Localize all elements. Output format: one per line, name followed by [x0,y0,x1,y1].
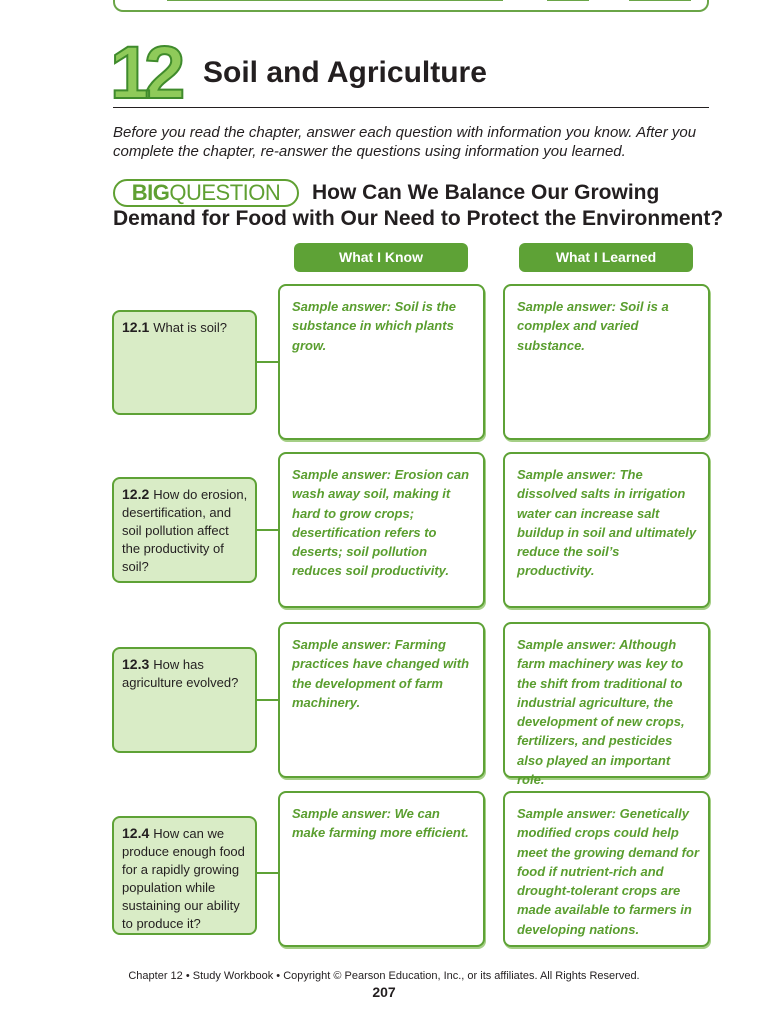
big-question-line-1: How Can We Balance Our Growing [312,181,660,204]
question-number: 12.4 [122,825,150,841]
question-text: How can we produce enough food for a rap… [122,826,245,931]
question-text: How has agriculture evolved? [122,657,239,690]
previous-section-box-fragment [113,0,709,12]
question-text: What is soil? [153,320,227,335]
column-header-what-i-know: What I Know [294,243,468,272]
connector-line [257,872,279,874]
question-number: 12.1 [122,319,150,335]
question-number: 12.3 [122,656,150,672]
what-i-know-answer-12-4: Sample answer: We can make farming more … [278,791,485,947]
big-question-logo-light: QUESTION [169,180,281,205]
what-i-know-answer-12-1: Sample answer: Soil is the substance in … [278,284,485,440]
connector-line [257,529,279,531]
chapter-title: Soil and Agriculture [203,56,487,89]
chapter-number: 12 [109,31,186,114]
big-question-logo-bold: BIG [131,180,170,205]
answer-line [547,0,589,1]
question-text: How do erosion, desertification, and soi… [122,487,248,574]
question-number: 12.2 [122,486,150,502]
what-i-learned-answer-12-4: Sample answer: Genetically modified crop… [503,791,710,947]
what-i-know-answer-12-3: Sample answer: Farming practices have ch… [278,622,485,778]
what-i-learned-answer-12-1: Sample answer: Soil is a complex and var… [503,284,710,440]
answer-line [629,0,691,1]
connector-line [257,361,279,363]
page-number: 207 [372,984,396,1000]
copyright-footer: Chapter 12 • Study Workbook • Copyright … [128,970,640,982]
answer-line [167,0,503,1]
title-rule [113,107,709,108]
big-question-line-2: Demand for Food with Our Need to Protect… [113,207,724,230]
what-i-learned-answer-12-3: Sample answer: Although farm machinery w… [503,622,710,787]
big-question-logo: BIGQUESTION [113,179,299,207]
what-i-learned-answer-12-2: Sample answer: The dissolved salts in ir… [503,452,710,608]
what-i-know-answer-12-2: Sample answer: Erosion can wash away soi… [278,452,485,608]
connector-line [257,699,279,701]
intro-instructions: Before you read the chapter, answer each… [113,124,697,160]
column-header-what-i-learned: What I Learned [519,243,693,272]
